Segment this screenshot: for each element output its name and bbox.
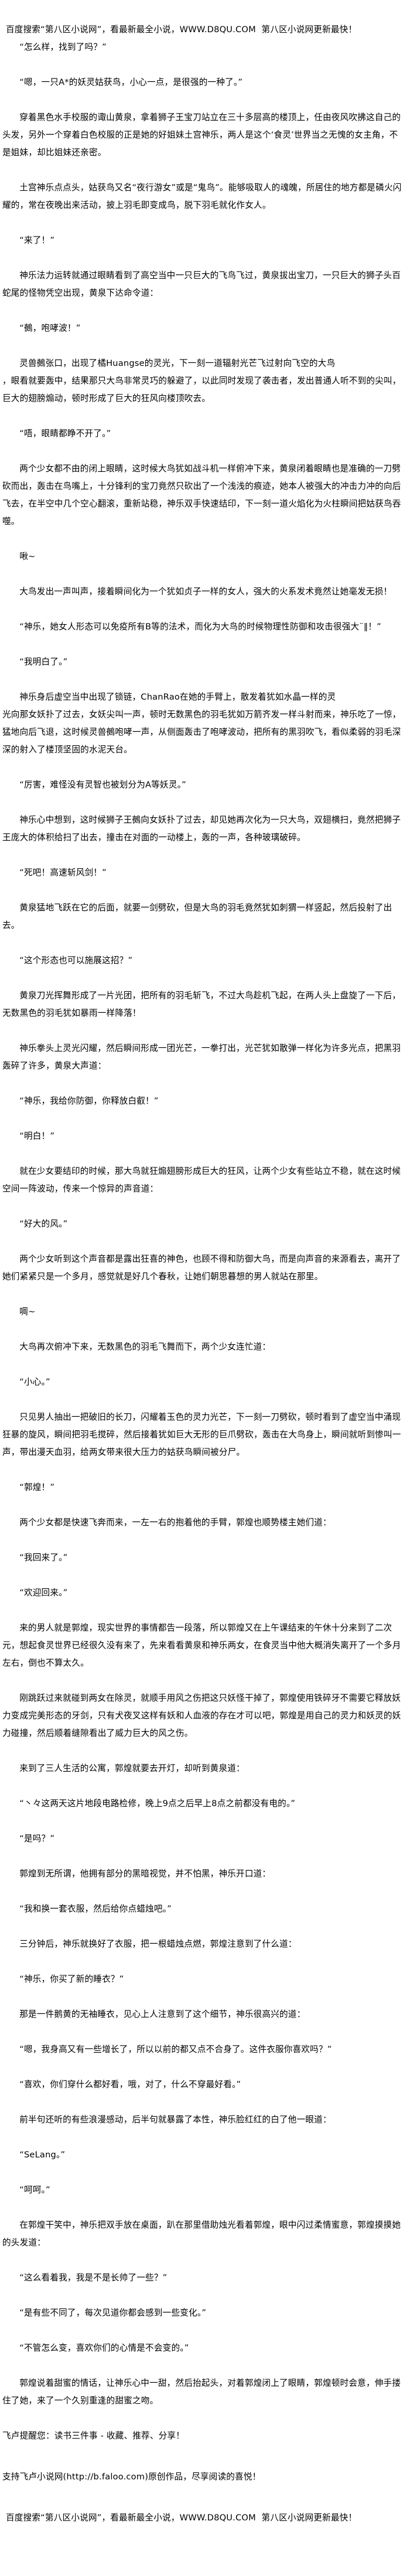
chapter-paragraph: “这个形态也可以施展这招？” <box>19 955 133 965</box>
chapter-paragraph: “神乐，我给你防御，你释放白叡！” <box>19 1096 159 1106</box>
chapter-paragraph: 穿着黑色水手校服的诹山黄泉，拿着狮子王宝刀站立在三十多层高的楼顶上，任由夜风吹拂… <box>2 112 401 157</box>
chapter-paragraph: “不管怎么变，喜欢你们的心情是不会变的。” <box>19 2343 189 2353</box>
chapter-paragraph: “神乐，你买了新的睡衣？” <box>19 1974 124 1984</box>
chapter-paragraph: “我回来了。” <box>19 1553 68 1563</box>
chapter-paragraph: “丶々这两天这片地段电路检修，晚上9点之后早上8点之前都没有电的。” <box>19 1799 296 1808</box>
chapter-paragraph: “是吗？” <box>19 1834 55 1844</box>
chapter-paragraph: 只见男人抽出一把破旧的长刀，闪耀着玉色的灵力光芒，下一刻一刀劈砍，顿时看到了虚空… <box>2 1412 401 1457</box>
chapter-paragraph: “唔，眼睛都睁不开了。” <box>19 429 111 439</box>
chapter-paragraph: 神乐心中想到，这时候狮子王鵺向女妖扑了过去，却见她再次化为一只大鸟，双翅横扫，竟… <box>2 815 401 842</box>
chapter-paragraph: 来的男人就是郭煌，现实世界的事情都告一段落，所以郭煌又在上午课结束的午休十分来到… <box>2 1623 401 1668</box>
chapter-paragraph: 大鸟再次俯冲下来，无数黑色的羽毛飞舞而下，两个少女连忙道： <box>19 1342 271 1352</box>
chapter-paragraph: 两个少女听到这个声音都是露出狂喜的神色，也顾不得和防御大鸟，而是向声音的来源看去… <box>2 1254 401 1282</box>
chapter-paragraph: 啾~ <box>19 551 36 561</box>
chapter-paragraph: 在郭煌干笑中，神乐把双手放在桌面，趴在那里借助烛光看着郭煌，眼中闪过柔情蜜意，郭… <box>2 2220 401 2248</box>
chapter-paragraph: “喜欢，你们穿什么都好看，哦，对了，什么不穿最好看。” <box>19 2080 241 2089</box>
chapter-paragraph: “怎么样，找到了吗？” <box>19 42 107 52</box>
chapter-paragraph: 土宫神乐点点头，姑获鸟又名“夜行游女”或是“鬼鸟”。能够吸取人的魂魄，所居住的地… <box>2 183 402 210</box>
chapter-paragraph: “呵呵。” <box>19 2185 50 2195</box>
chapter-paragraph: 神乐身后虚空当中出现了锁链，ChanRao在她的手臂上，散发着犹如水晶一样的灵 … <box>2 692 401 755</box>
footer-ad-text: 百度搜索“第八区小说网”，看最新最全小说，WWW.D8QU.COM 第八区小说网… <box>6 2513 357 2523</box>
footer-reminder: 飞卢提醒您：读书三件事 - 收藏、推荐、分享！ <box>2 2431 185 2441</box>
chapter-paragraph: “这么看着我，我是不是长帅了一些？” <box>19 2273 168 2283</box>
chapter-paragraph: 大鸟发出一声叫声，接着瞬间化为一个犹如贞子一样的女人，强大的火系发术竟然让她毫发… <box>19 587 392 597</box>
chapter-paragraph: “嗯，一只A*的妖灵姑获鸟，小心一点，是很强的一种了。” <box>19 77 243 87</box>
chapter-paragraph: “嗯，我身高又有一些增长了，所以以前的都又点不合身了。这件衣服你喜欢吗？” <box>19 2044 332 2054</box>
chapter-paragraph: 黄泉刀光挥舞形成了一片光团，把所有的羽毛斩飞，不过大鸟趁机飞起，在两人头上盘旋了… <box>2 991 401 1018</box>
chapter-paragraph: 就在少女要结印的时候，那大鸟就狂煽翅膀形成巨大的狂风，让两个少女有些站立不稳，就… <box>2 1166 401 1194</box>
chapter-paragraph: 两个少女都不由的闭上眼睛，这时候大鸟犹如战斗机一样俯冲下来，黄泉闭着眼睛也是准确… <box>2 464 401 526</box>
chapter-paragraph: 前半句还听的有些浪漫感动，后半句就暴露了本性，神乐脸红红的白了他一眼道： <box>19 2115 332 2125</box>
chapter-paragraph: 那是一件鹅黄的无袖睡衣，见心上人注意到了这个细节，神乐很高兴的道： <box>19 2009 306 2019</box>
chapter-paragraph: 郭煌说着甜蜜的情话，让神乐心中一甜，然后抬起头，对着郭煌闭上了眼睛，郭煌顿时会意… <box>2 2378 401 2406</box>
chapter-paragraph: “是有些不同了，每次见道你都会感到一些变化。” <box>19 2308 207 2318</box>
chapter-paragraph: 啁~ <box>19 1307 36 1317</box>
chapter-paragraph: “明白！” <box>19 1131 55 1141</box>
chapter-paragraph: 灵兽鵺张口，出现了橘Huangse的灵光，下一刻一道辐射光芒飞过射向飞空的大鸟 … <box>2 358 401 403</box>
chapter-paragraph: 三分钟后，神乐就换好了衣服，把一根蜡烛点燃，郭煌注意到了什么道： <box>19 1939 297 1949</box>
header-ad-text: 百度搜索“第八区小说网”，看最新最全小说，WWW.D8QU.COM 第八区小说网… <box>6 25 357 35</box>
chapter-paragraph: “我和换一套衣服，然后给你点蜡烛吧。” <box>19 1904 172 1914</box>
chapter-paragraph: “神乐，她女人形态可以免疫所有B等的法术，而化为大鸟的时候物理性防御和攻击很强大… <box>19 622 381 632</box>
chapter-paragraph: 神乐法力运转就通过眼睛看到了高空当中一只巨大的飞鸟飞过，黄泉拔出宝刀，一只巨大的… <box>2 270 401 298</box>
chapter-paragraph: “我明白了。” <box>19 657 68 667</box>
chapter-paragraph: “欢迎回来。” <box>19 1588 68 1598</box>
chapter-content: “怎么样，找到了吗？” “嗯，一只A*的妖灵姑获鸟，小心一点，是很强的一种了。” 穿… <box>2 39 405 2410</box>
chapter-paragraph: “SeLang。” <box>19 2150 66 2160</box>
footer-support-link[interactable]: 支持飞卢小说网(http://b.faloo.com)原创作品，尽享阅读的喜悦！ <box>2 2472 261 2482</box>
chapter-paragraph: “好大的风。” <box>19 1219 68 1229</box>
chapter-paragraph: “小心。” <box>19 1377 50 1387</box>
chapter-paragraph: 两个少女都是快速飞奔而来，一左一右的抱着他的手臂，郭煌也顺势楼主她们道： <box>19 1517 332 1527</box>
chapter-paragraph: “来了！” <box>19 235 55 245</box>
chapter-paragraph: 黄泉猛地飞跃在它的后面，就要一剑劈砍，但是大鸟的羽毛竟然犹如刺猬一样竖起，然后投… <box>2 903 392 930</box>
chapter-paragraph: 郭煌到无所谓，他拥有部分的黑暗视觉，并不怕黑，神乐开口道： <box>19 1869 271 1879</box>
chapter-paragraph: 神乐拳头上灵光闪耀，然后瞬间形成一团光芒，一拳打出，光芒犹如散弹一样化为许多光点… <box>2 1043 401 1071</box>
chapter-paragraph: 来到了三人生活的公寓，郭煌就要去开灯，却听到黄泉道： <box>19 1763 245 1773</box>
chapter-paragraph: “郭煌！” <box>19 1482 55 1492</box>
chapter-paragraph: “厉害，难怪没有灵智也被划分为A等妖灵。” <box>19 780 186 790</box>
chapter-paragraph: “死吧！高速斩风剑！” <box>19 868 107 878</box>
chapter-paragraph: 刚跳跃过来就碰到两女在除灵，就顺手用风之伤把这只妖怪干掉了，郭煌使用铁碎牙不需要… <box>2 1693 401 1738</box>
chapter-paragraph: “鵺，咆哮波！” <box>19 323 81 333</box>
